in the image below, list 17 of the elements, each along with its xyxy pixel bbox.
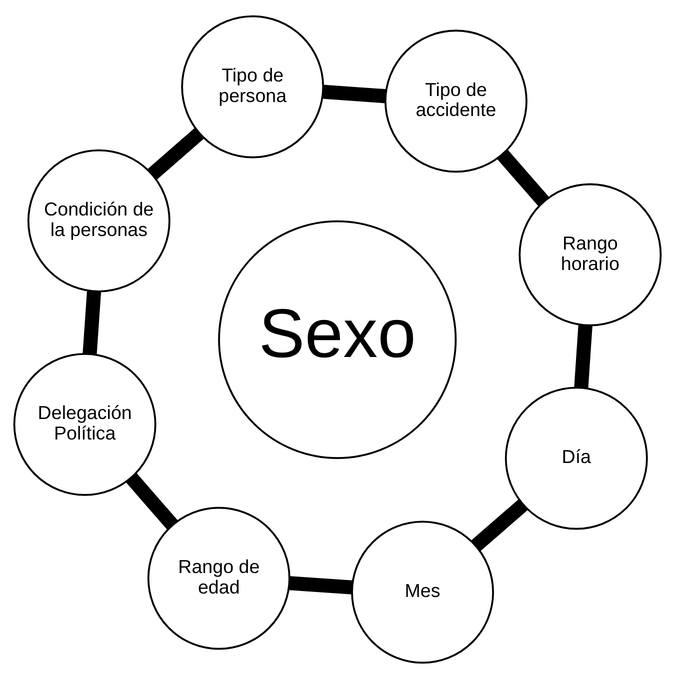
connector [289, 576, 352, 594]
connector [497, 149, 549, 206]
connector [574, 324, 592, 388]
node-circle: Delegación Política [13, 352, 156, 496]
connector [148, 128, 204, 180]
node-circle: Rango horario [518, 182, 662, 326]
node-circle: Día [504, 386, 648, 530]
connector [82, 290, 102, 354]
node-circle: Tipo de accidente [384, 29, 528, 172]
connector [471, 498, 528, 551]
node-circle: Rango de edad [147, 506, 290, 650]
node-circle: Mes [351, 520, 494, 664]
node-circle: Condición de la personas [27, 148, 170, 292]
node-circle: Tipo de persona [181, 14, 324, 158]
node-circle: Sexo [218, 220, 457, 458]
connector [322, 84, 386, 103]
connector [126, 472, 178, 530]
